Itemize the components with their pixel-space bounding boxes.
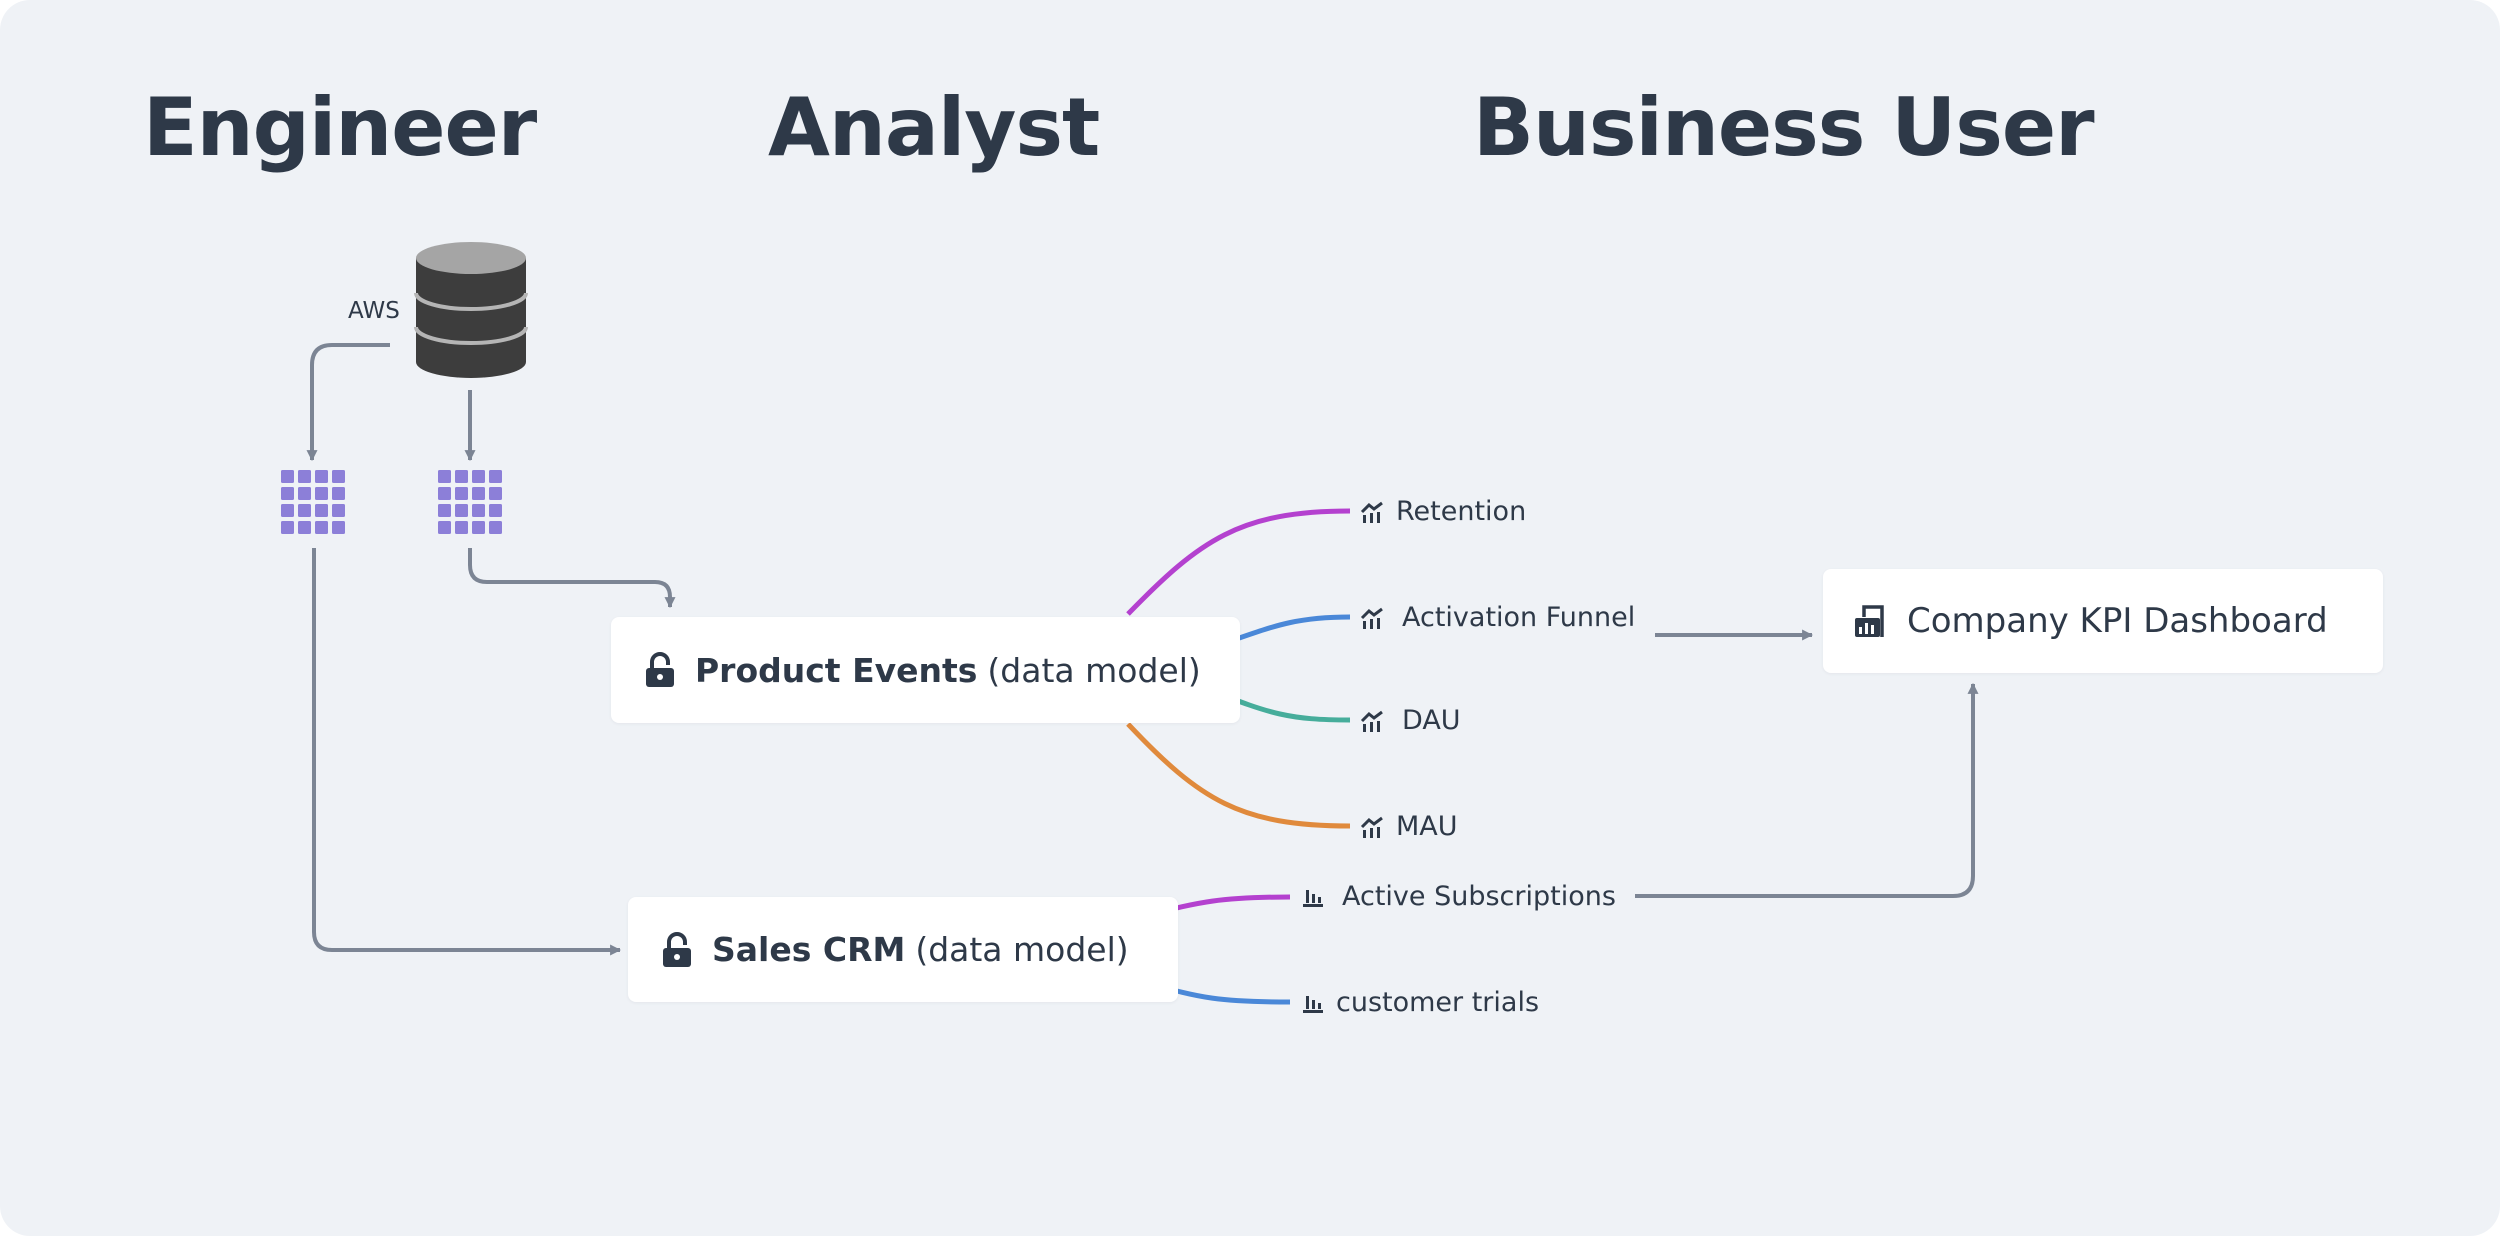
connector-table-to-product-events: [468, 548, 676, 609]
connector-subscriptions-to-dashboard: [1635, 682, 1979, 898]
table-grid-cell: [455, 504, 468, 517]
metric-retention-label: Retention: [1396, 496, 1527, 527]
table-grid-cell: [281, 504, 294, 517]
metric-customer-trials[interactable]: customer trials: [1302, 987, 1539, 1018]
table-grid-cell: [489, 487, 502, 500]
product-events-card[interactable]: Product Events(data model): [611, 617, 1240, 723]
metric-active-subscriptions-label: Active Subscriptions: [1342, 881, 1616, 912]
table-grid-cell: [489, 504, 502, 517]
table-grid-cell: [281, 470, 294, 483]
table-grid-cell: [332, 487, 345, 500]
table-grid-cell: [472, 504, 485, 517]
metric-mau-label: MAU: [1396, 811, 1458, 842]
heading-business-user: Business User: [1473, 81, 2095, 174]
table-grid-cell: [455, 470, 468, 483]
dashboard-card[interactable]: Company KPI Dashboard: [1823, 569, 2383, 673]
sales-crm-title: Sales CRM: [712, 930, 906, 969]
table-grid-cell: [315, 470, 328, 483]
table-grid-cell: [298, 521, 311, 534]
table-grid-cell: [315, 504, 328, 517]
table-grid-cell: [455, 521, 468, 534]
table-grid-cell: [315, 487, 328, 500]
table-grid-cell: [332, 470, 345, 483]
line-chart-icon: [1360, 710, 1383, 732]
metric-customer-trials-label: customer trials: [1336, 987, 1540, 1018]
connector-table-to-sales-crm: [312, 548, 622, 956]
bar-chart-icon: [1303, 889, 1323, 907]
database-icon: [414, 242, 528, 378]
table-grid-cell: [455, 487, 468, 500]
product-events-title: Product Events: [695, 650, 978, 690]
metric-retention[interactable]: Retention: [1360, 496, 1526, 527]
metric-activation-funnel[interactable]: Activation Funnel: [1360, 602, 1635, 633]
connector-aws-to-table-left: [306, 343, 390, 462]
table-grid-cell: [472, 470, 485, 483]
line-chart-icon: [1360, 501, 1383, 523]
table-grid-cell: [332, 521, 345, 534]
table-grid-cell: [438, 470, 451, 483]
table-grid-cell: [332, 504, 345, 517]
metric-active-subscriptions[interactable]: Active Subscriptions: [1302, 881, 1616, 912]
metric-activation-funnel-label: Activation Funnel: [1402, 602, 1636, 633]
lock-icon: [646, 652, 674, 687]
link-retention: [1126, 508, 1351, 616]
lock-icon: [663, 931, 691, 967]
line-chart-icon: [1360, 816, 1383, 838]
table-grid-cell: [489, 470, 502, 483]
sales-crm-suffix: (data model): [915, 930, 1129, 969]
metric-dau-label: DAU: [1402, 705, 1461, 736]
table-grid-cell: [438, 487, 451, 500]
aws-label: AWS: [348, 298, 400, 324]
metric-dau[interactable]: DAU: [1360, 705, 1461, 736]
table-grid-cell: [438, 521, 451, 534]
line-chart-icon: [1360, 607, 1383, 629]
bar-chart-icon: [1303, 995, 1323, 1013]
product-events-suffix: (data model): [987, 650, 1201, 690]
table-grid-cell: [472, 521, 485, 534]
heading-analyst: Analyst: [768, 81, 1100, 174]
metric-mau[interactable]: MAU: [1360, 811, 1458, 842]
dashboard-title: Company KPI Dashboard: [1907, 601, 2328, 641]
table-grid-cell: [298, 487, 311, 500]
table-grid-cell: [438, 504, 451, 517]
table-grid-icon: [438, 470, 502, 534]
heading-engineer: Engineer: [143, 81, 537, 174]
table-grid-cell: [298, 470, 311, 483]
table-grid-icon: [281, 470, 345, 534]
link-mau: [1126, 722, 1351, 829]
table-grid-cell: [315, 521, 328, 534]
dashboard-icon: [1855, 605, 1884, 637]
table-grid-cell: [298, 504, 311, 517]
table-grid-cell: [489, 521, 502, 534]
sales-crm-card[interactable]: Sales CRM(data model): [628, 897, 1178, 1002]
table-grid-cell: [281, 521, 294, 534]
table-grid-cell: [281, 487, 294, 500]
table-grid-cell: [472, 487, 485, 500]
